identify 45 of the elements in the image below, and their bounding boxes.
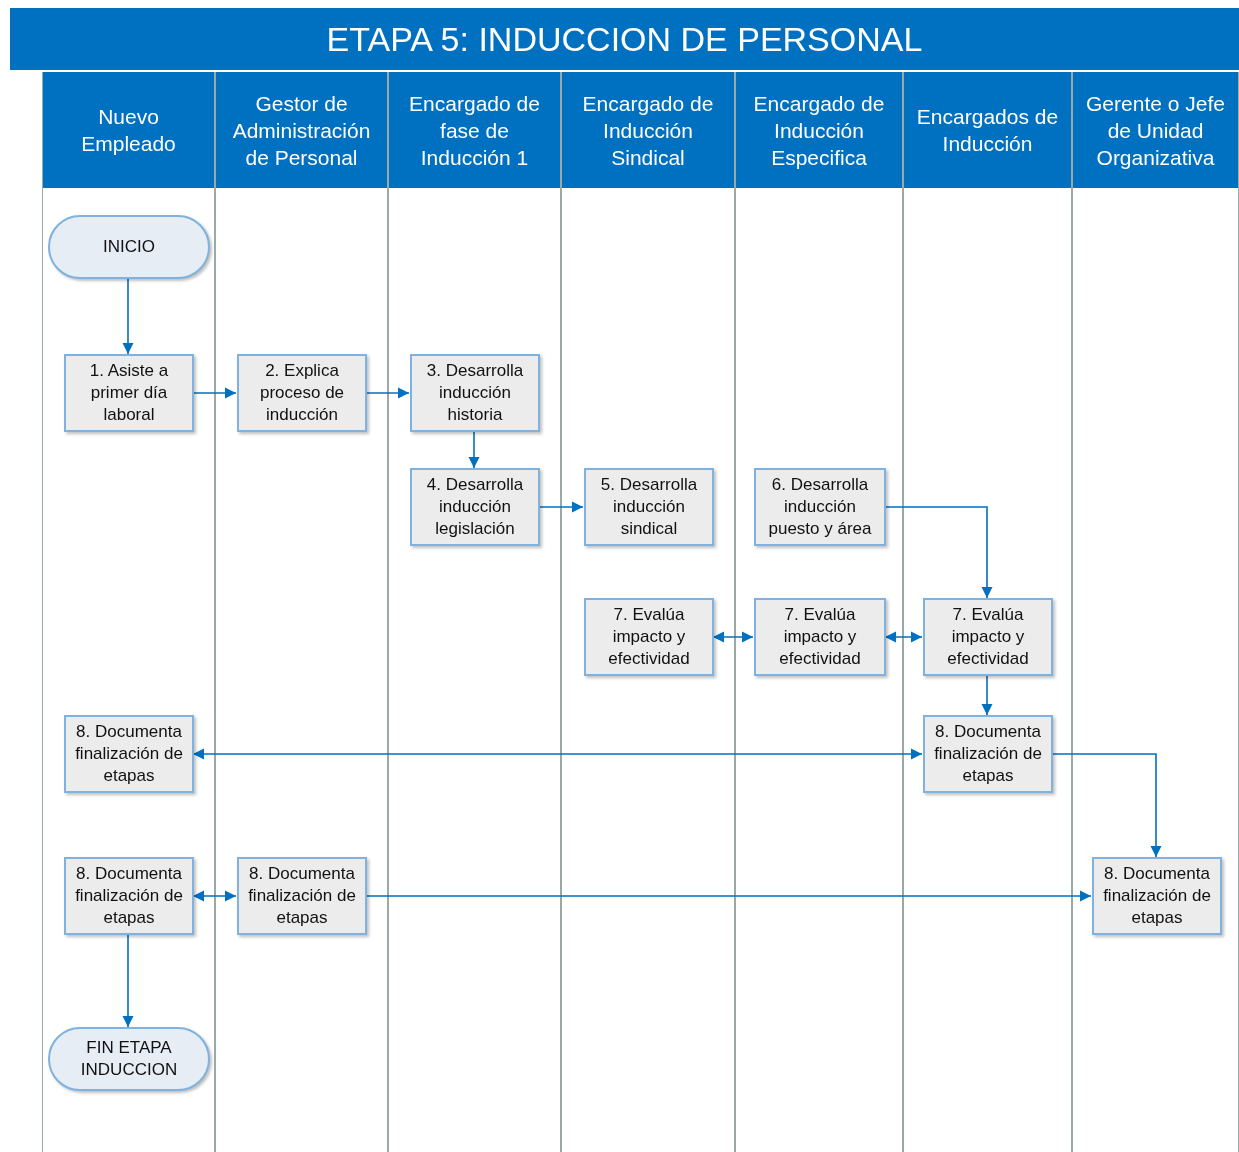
process-box: 2. Explica proceso de inducción <box>237 354 367 432</box>
lane-header: Encargados de Inducción <box>904 72 1071 188</box>
lane-header: Gestor de Administración de Personal <box>216 72 387 188</box>
diagram-title: ETAPA 5: INDUCCION DE PERSONAL <box>10 8 1239 70</box>
process-box: 5. Desarrolla inducción sindical <box>584 468 714 546</box>
process-box: 7. Evalúa impacto y efectividad <box>584 598 714 676</box>
terminator-box: INICIO <box>48 215 210 279</box>
terminator-box: FIN ETAPA INDUCCION <box>48 1027 210 1091</box>
lane-header: Gerente o Jefe de Unidad Organizativa <box>1073 72 1238 188</box>
process-box: 3. Desarrolla inducción historia <box>410 354 540 432</box>
process-box: 7. Evalúa impacto y efectividad <box>923 598 1053 676</box>
arrow <box>712 631 754 643</box>
arrow <box>122 278 134 355</box>
process-box: 1. Asiste a primer día laboral <box>64 354 194 432</box>
process-box: 8. Documenta finalización de etapas <box>1092 857 1222 935</box>
arrow <box>468 431 480 469</box>
swimlane <box>735 72 903 1152</box>
arrow <box>1051 753 1162 858</box>
process-box: 8. Documenta finalización de etapas <box>923 715 1053 793</box>
arrow <box>981 675 993 716</box>
arrow <box>122 934 134 1028</box>
process-box: 8. Documenta finalización de etapas <box>64 857 194 935</box>
swimlane <box>903 72 1072 1152</box>
process-box: 8. Documenta finalización de etapas <box>64 715 194 793</box>
arrow <box>884 631 923 643</box>
lane-header: Encargado de Inducción Especifica <box>736 72 902 188</box>
arrow <box>365 890 1092 902</box>
lane-header: Nuevo Empleado <box>43 72 214 188</box>
swimlane <box>561 72 735 1152</box>
process-box: 7. Evalúa impacto y efectividad <box>754 598 886 676</box>
swimlane <box>215 72 388 1152</box>
swimlane <box>42 72 215 1152</box>
swimlane <box>388 72 561 1152</box>
arrow <box>884 506 993 599</box>
arrow <box>192 748 923 760</box>
process-box: 4. Desarrolla inducción legislación <box>410 468 540 546</box>
process-box: 8. Documenta finalización de etapas <box>237 857 367 935</box>
lane-header: Encargado de fase de Inducción 1 <box>389 72 560 188</box>
arrow <box>538 501 584 513</box>
process-box: 6. Desarrolla inducción puesto y área <box>754 468 886 546</box>
swimlane <box>1072 72 1239 1152</box>
arrow <box>192 387 237 399</box>
arrow <box>365 387 410 399</box>
lane-header: Encargado de Inducción Sindical <box>562 72 734 188</box>
arrow <box>192 890 237 902</box>
